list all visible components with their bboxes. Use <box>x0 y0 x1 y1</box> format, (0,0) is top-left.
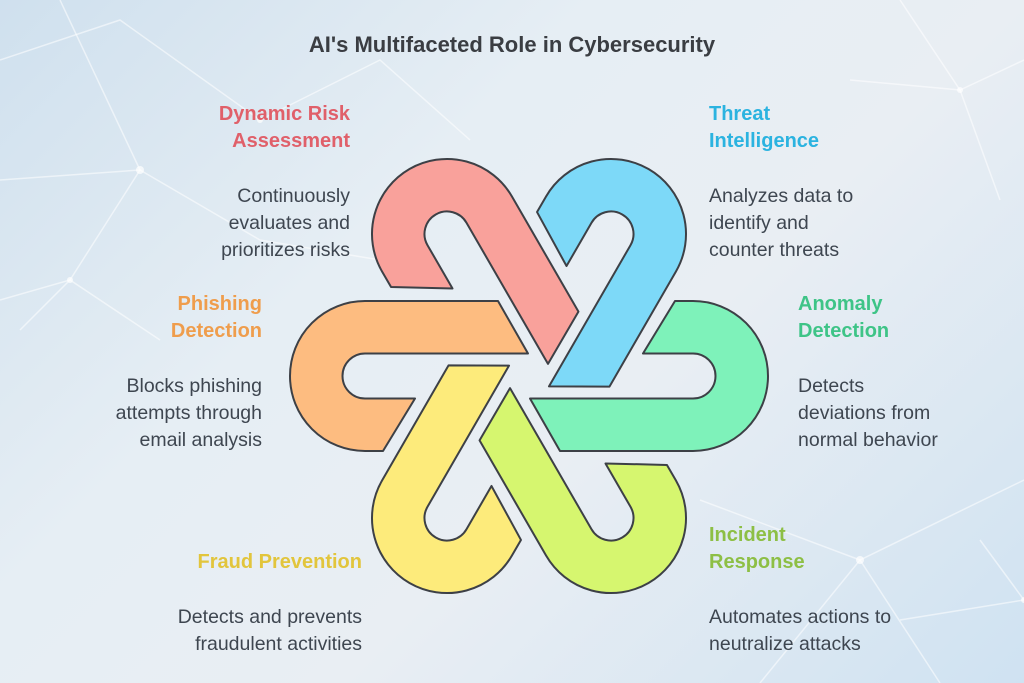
heading-line: Intelligence <box>709 130 820 152</box>
hook-anomaly-detection <box>529 300 769 452</box>
description-line: evaluates and <box>228 212 350 234</box>
description-line: fraudulent activities <box>195 633 362 655</box>
heading-line: Incident <box>709 524 786 546</box>
heading-line: Anomaly <box>798 293 883 315</box>
heading-line: Detection <box>798 320 890 342</box>
heading-line: Threat <box>709 103 771 125</box>
description-line: counter threats <box>709 239 840 261</box>
heading-line: Response <box>709 551 805 573</box>
heading-line: Phishing <box>177 293 262 315</box>
heading-line: Dynamic Risk <box>218 103 350 125</box>
description-line: Detects and prevents <box>177 606 362 628</box>
description-line: identify and <box>709 212 809 234</box>
description-line: Analyzes data to <box>709 185 854 207</box>
hook-incident-response <box>478 387 687 595</box>
description-line: email analysis <box>139 429 262 451</box>
heading-line: Assessment <box>232 130 350 152</box>
description-line: Continuously <box>237 185 350 207</box>
item-description: Analyzes data to identify and counter thre… <box>709 183 969 264</box>
hook-dynamic-risk-assessment <box>371 157 580 365</box>
item-description: Blocks phishing attempts through email ana… <box>2 373 262 454</box>
description-line: attempts through <box>115 402 262 424</box>
heading-line: Fraud Prevention <box>197 551 362 573</box>
hook-fraud-prevention <box>371 364 522 595</box>
page-title: AI's Multifaceted Role in Cybersecurity <box>308 32 716 57</box>
item-description: Automates actions to neutralize attacks <box>709 604 969 658</box>
item-description: Continuously evaluates and prioritizes ris… <box>90 183 350 264</box>
description-line: Automates actions to <box>709 606 892 628</box>
description-line: neutralize attacks <box>709 633 861 655</box>
heading-line: Detection <box>170 320 262 342</box>
description-line: deviations from <box>798 402 931 424</box>
item-description: Detects deviations from normal behavior <box>798 373 1024 454</box>
description-line: prioritizes risks <box>221 239 350 261</box>
hook-threat-intelligence <box>536 157 687 388</box>
description-line: Detects <box>798 375 865 397</box>
item-heading: Fraud Prevention <box>102 549 362 576</box>
description-line: normal behavior <box>798 429 938 451</box>
item-description: Detects and prevents fraudulent activitie… <box>102 604 362 658</box>
description-line: Blocks phishing <box>126 375 263 397</box>
hook-phishing-detection <box>289 300 529 452</box>
